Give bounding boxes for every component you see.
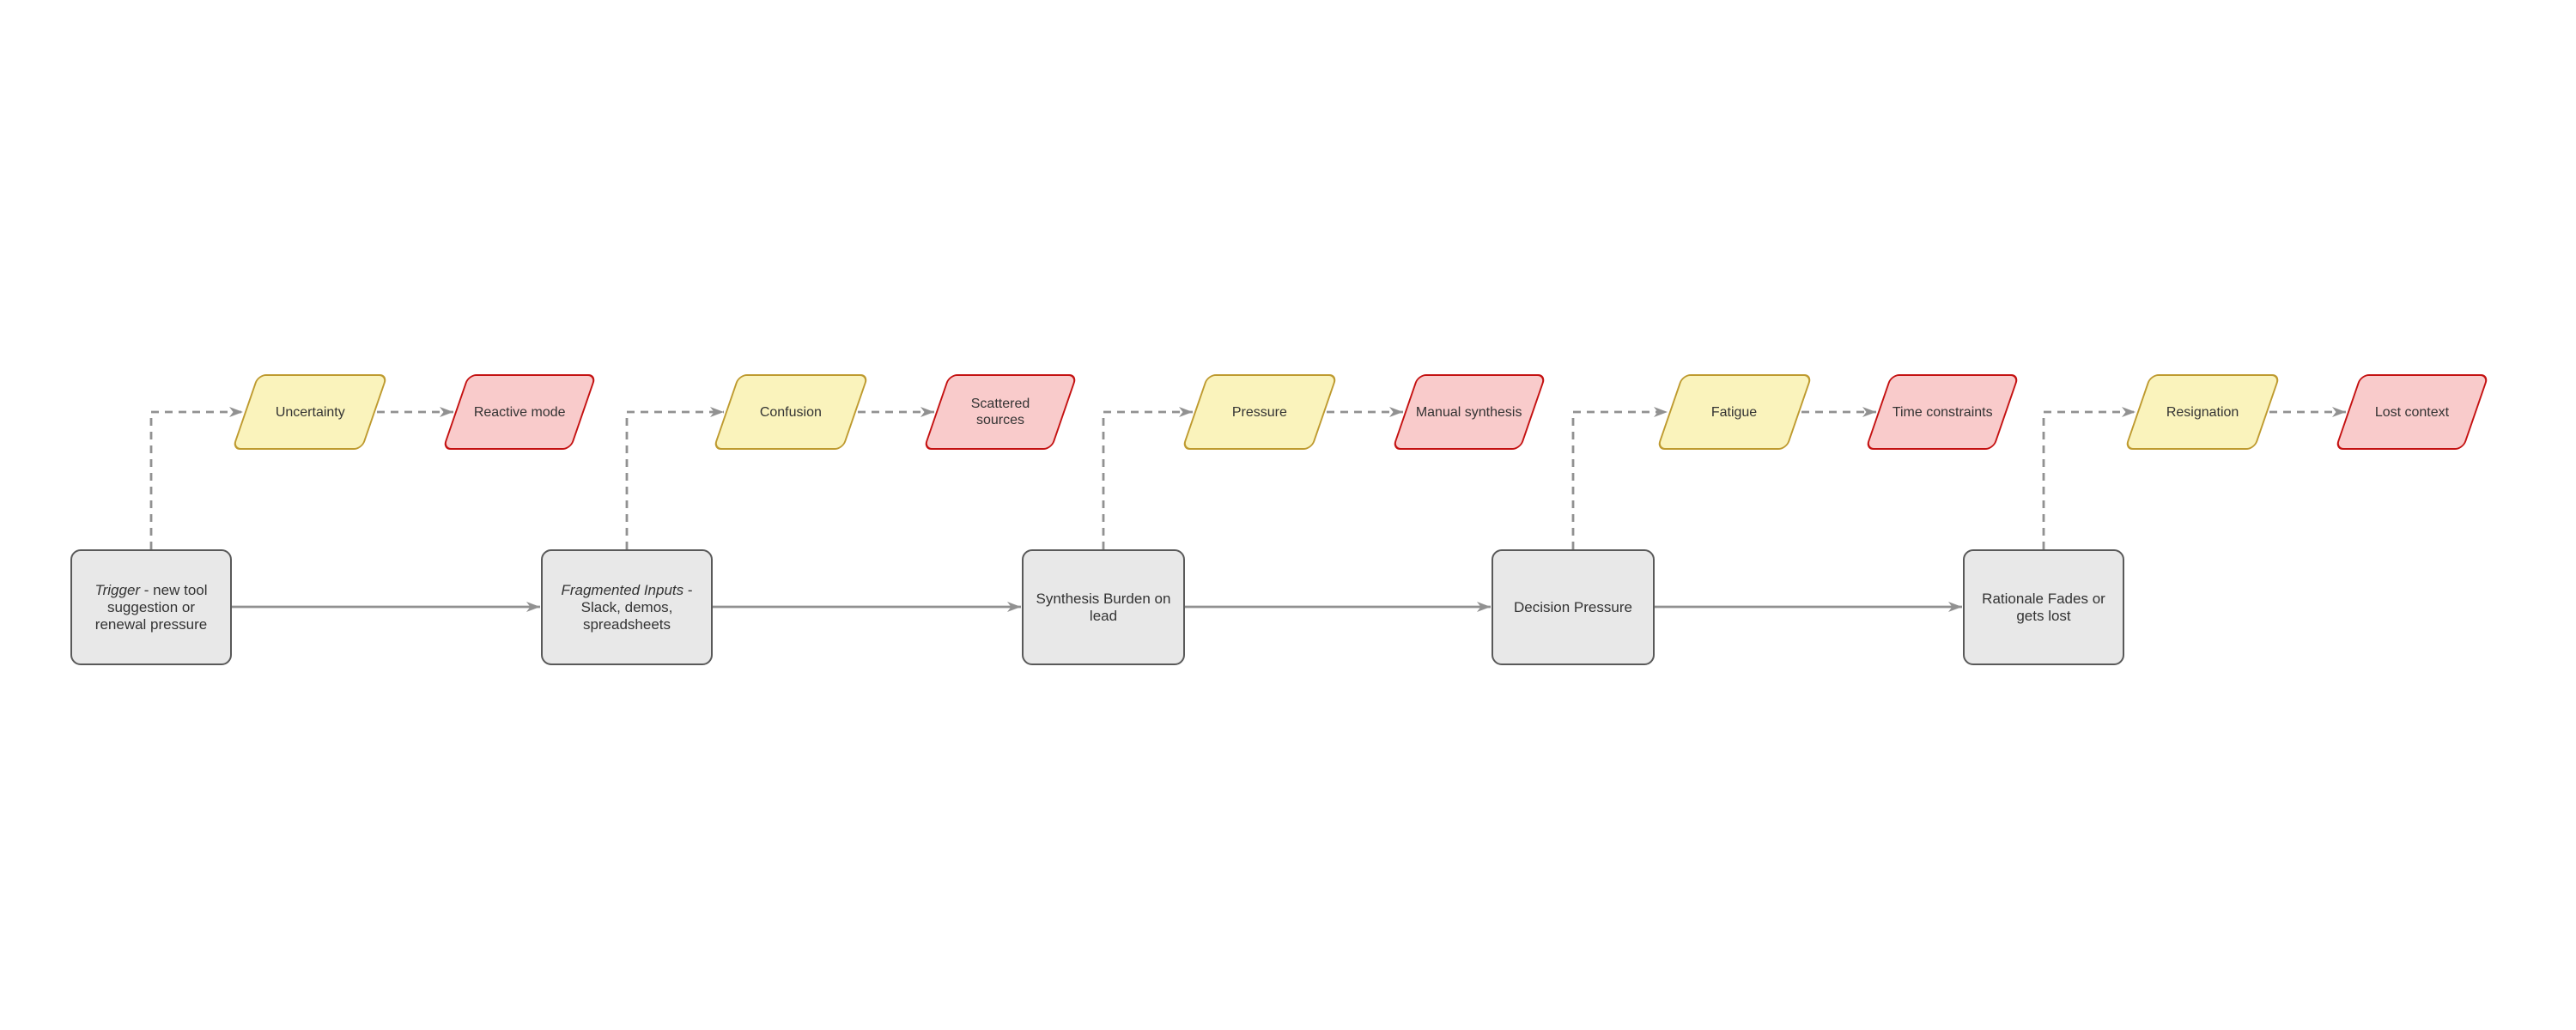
node-label-text: Rationale Fades or gets lost [1982, 590, 2105, 624]
emotion-node-fatigue[interactable]: Fatigue [1656, 374, 1814, 450]
emotion-node-pressure[interactable]: Pressure [1181, 374, 1339, 450]
node-label: Fragmented Inputs - Slack, demos, spread… [553, 582, 701, 633]
consequence-node-reactive-mode[interactable]: Reactive mode [441, 374, 598, 450]
node-label: Resignation [2166, 404, 2239, 420]
consequence-node-scattered-sources[interactable]: Scattered sources [922, 374, 1078, 450]
dashed-link-trigger-to-uncertainty [149, 407, 243, 549]
node-label: Pressure [1231, 404, 1288, 420]
node-label: Rationale Fades or gets lost [1975, 591, 2112, 625]
consequence-node-time-constraints[interactable]: Time constraints [1864, 374, 2020, 450]
dashed-link-rationale-to-resignation [2042, 407, 2136, 549]
node-label: Decision Pressure [1514, 599, 1632, 616]
dashed-link-decision-to-fatigue [1571, 407, 1668, 549]
node-label: Time constraints [1892, 404, 1993, 420]
emotion-node-confusion[interactable]: Confusion [712, 374, 870, 450]
node-label: Reactive mode [473, 404, 566, 420]
node-label-emphasis: Fragmented Inputs [561, 581, 684, 598]
node-label-text: - new tool suggestion or renewal pressur… [94, 581, 208, 633]
node-label: Lost context [2374, 404, 2450, 420]
process-node-rationale-fades[interactable]: Rationale Fades or gets lost [1963, 549, 2124, 665]
node-label: Uncertainty [275, 404, 345, 420]
node-label: Scattered sources [970, 397, 1030, 427]
process-node-fragmented-inputs[interactable]: Fragmented Inputs - Slack, demos, spread… [541, 549, 713, 665]
process-node-decision-pressure[interactable]: Decision Pressure [1492, 549, 1655, 665]
node-label-emphasis: Trigger [94, 581, 141, 598]
node-label: Fatigue [1711, 404, 1758, 420]
dashed-link-synthesis-to-pressure [1102, 407, 1193, 549]
node-label-text: Synthesis Burden on lead [1036, 590, 1171, 624]
node-label: Manual synthesis [1416, 404, 1522, 420]
consequence-node-lost-context[interactable]: Lost context [2334, 374, 2490, 450]
process-node-trigger[interactable]: Trigger - new tool suggestion or renewal… [70, 549, 232, 665]
node-label-text: - Slack, demos, spreadsheets [580, 581, 693, 633]
node-label-text: Decision Pressure [1514, 598, 1632, 615]
process-node-synthesis-burden[interactable]: Synthesis Burden on lead [1022, 549, 1185, 665]
emotion-node-uncertainty[interactable]: Uncertainty [231, 374, 389, 450]
node-label: Synthesis Burden on lead [1034, 591, 1173, 625]
consequence-node-manual-synthesis[interactable]: Manual synthesis [1391, 374, 1547, 450]
node-label: Confusion [759, 404, 823, 420]
emotion-node-resignation[interactable]: Resignation [2123, 374, 2281, 450]
dashed-link-fragmented-to-confusion [625, 407, 724, 549]
node-label: Trigger - new tool suggestion or renewal… [82, 582, 220, 633]
